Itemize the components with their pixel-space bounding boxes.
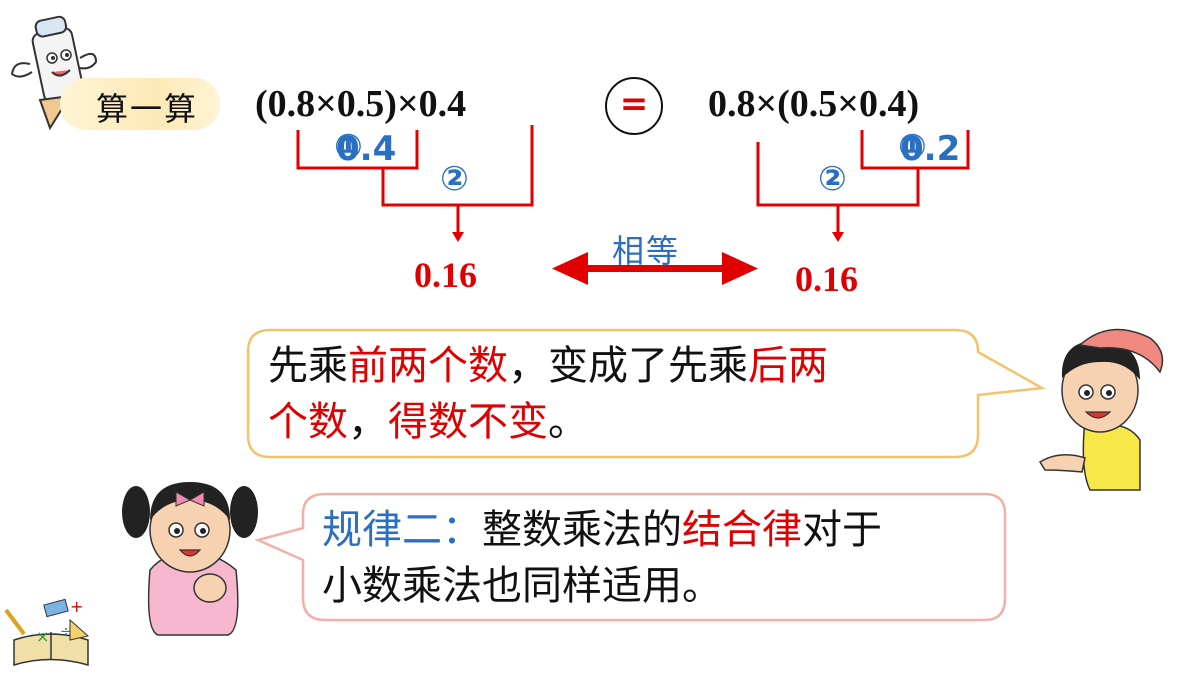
left-result: 0.16 (414, 255, 477, 295)
left-step2-marker: ② (440, 159, 469, 199)
boy-speech-bubble (246, 328, 1047, 459)
girl-text-part2: 整数乘法的 (482, 507, 682, 553)
girl-speech-bubble (254, 492, 1007, 622)
pencil-mascot-icon (10, 15, 98, 131)
boy-bubble-text: 先乘前两个数，变成了先乘后两个数，得数不变。 (268, 338, 958, 450)
left-bracket-step2 (381, 125, 534, 234)
section-tag-background (60, 78, 220, 130)
boy-text-part2: 前两个数 (348, 343, 508, 389)
boy-text-part7: 得数不变 (388, 399, 548, 445)
equals-circle: = (605, 77, 663, 135)
math-book-icon: + × ÷ (4, 597, 90, 667)
boy-text-part5: 个数 (268, 399, 348, 445)
svg-text:÷: ÷ (60, 624, 72, 640)
right-result-arrowhead (832, 232, 844, 242)
girl-text-part4: 对于 (802, 507, 882, 553)
left-expression: (0.8×0.5)×0.4 (255, 83, 467, 125)
left-step1-marker: ① (334, 127, 363, 167)
left-bracket-step1 (296, 130, 419, 170)
right-result: 0.16 (795, 259, 858, 299)
section-tag-label: 算一算 (96, 90, 199, 128)
right-step2-marker: ② (818, 159, 847, 199)
girl-text-part5: 小数乘法也同样适用。 (322, 563, 722, 609)
left-result-arrowhead (452, 232, 464, 242)
left-step1-value: 0.4 (336, 129, 397, 169)
girl-text-part3: 结合律 (682, 507, 802, 553)
double-arrow (552, 252, 758, 285)
boy-text-part6: ， (348, 399, 388, 445)
girl-character-icon (122, 482, 258, 636)
comparison-label: 相等 (612, 232, 681, 270)
girl-bubble-text: 规律二：整数乘法的结合律对于小数乘法也同样适用。 (322, 502, 992, 614)
boy-character-icon (1038, 328, 1164, 491)
girl-text-part1: 规律二： (322, 507, 482, 553)
right-bracket-step1 (860, 130, 970, 170)
right-expression: 0.8×(0.5×0.4) (708, 83, 920, 125)
boy-text-part8: 。 (548, 399, 588, 445)
right-step1-marker: ① (898, 127, 927, 167)
boy-text-part4: 后两 (748, 343, 828, 389)
boy-text-part1: 先乘 (268, 343, 348, 389)
svg-text:+: + (70, 597, 83, 616)
right-bracket-step2 (756, 142, 920, 234)
right-step1-value: 0.2 (900, 129, 961, 169)
svg-text:×: × (36, 627, 49, 646)
boy-text-part3: ，变成了先乘 (508, 343, 748, 389)
